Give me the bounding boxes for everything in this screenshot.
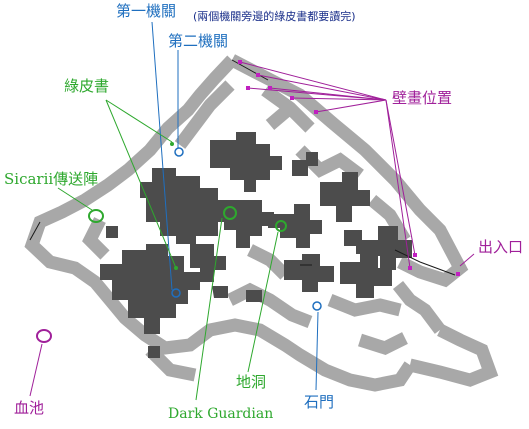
label-cave: 地洞 — [236, 373, 267, 391]
label-greenbook: 綠皮書 — [64, 77, 110, 95]
outer-wall — [24, 54, 499, 392]
label-sicarii: Sicarii傳送陣 — [4, 170, 99, 188]
label-mech1: 第一機關 — [116, 2, 177, 20]
label-mech2: 第二機關 — [168, 32, 229, 50]
mural-markers — [238, 60, 460, 276]
leader-mech1 — [151, 21, 173, 291]
label-darkguardian: Dark Guardian — [168, 406, 274, 422]
greenbook-dot-2 — [174, 266, 178, 270]
label-bloodpool: 血池 — [14, 399, 45, 417]
greenbook-dot — [170, 142, 174, 146]
leader-sicarii — [57, 187, 93, 211]
label-exit: 出入口 — [478, 238, 524, 256]
label-stonegate: 石門 — [304, 393, 335, 411]
cave-marker — [275, 220, 287, 232]
leader-stonegate — [315, 311, 319, 391]
leader-exit — [459, 253, 475, 267]
mural-lines — [239, 61, 416, 269]
sicarii-marker — [88, 209, 104, 223]
leader-bloodpool — [29, 343, 43, 397]
label-mural: 壁畫位置 — [392, 89, 453, 107]
stonegate-marker — [312, 301, 322, 311]
leader-darkguardian — [195, 217, 223, 401]
inner-wall-lines — [29, 59, 456, 276]
mech2-marker — [174, 147, 184, 157]
leader-cave — [247, 231, 279, 373]
leader-greenbook-1 — [105, 99, 173, 143]
note-text: (兩個機關旁邊的綠皮書都要讀完) — [193, 10, 356, 23]
leader-lines — [29, 21, 475, 401]
bloodpool-marker — [36, 329, 52, 343]
mech1-marker — [171, 288, 181, 298]
leader-greenbook-2 — [105, 99, 177, 269]
darkguardian-marker — [223, 206, 237, 220]
